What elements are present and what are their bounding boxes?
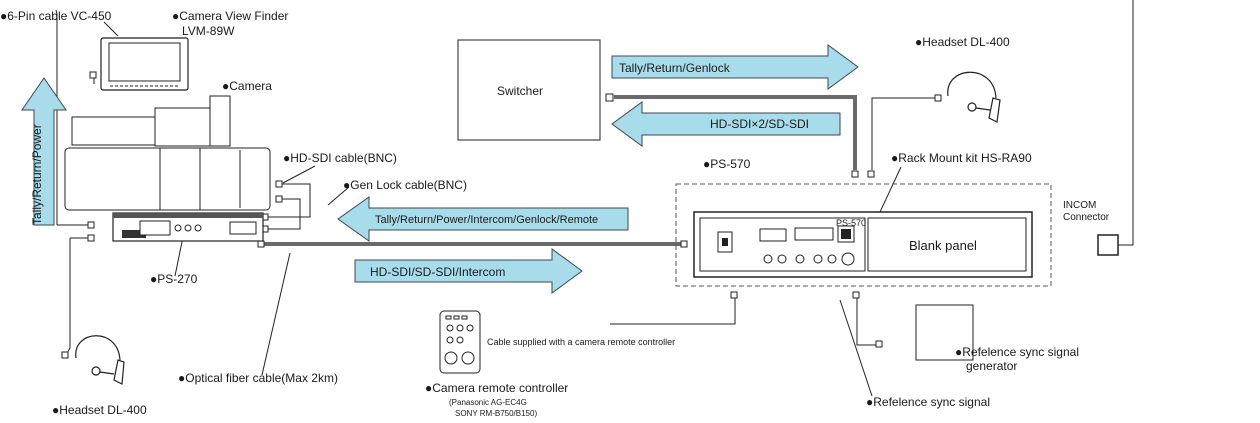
headset-left-icon (75, 335, 125, 385)
headset-right-label: ●Headset DL-400 (915, 35, 1010, 49)
arrow-tally-genlock (611, 44, 859, 90)
remote-controller-icon (439, 310, 481, 374)
arrow-vertical (21, 77, 67, 226)
arrow-hdsdi-x2-label: HD-SDI×2/SD-SDI (710, 117, 809, 131)
thick-cables (264, 95, 857, 246)
ps570-unit (693, 211, 1033, 278)
incom-label-line1: INCOM (1063, 200, 1096, 211)
headset-left-label: ●Headset DL-400 (52, 403, 147, 417)
camera-icon (64, 95, 271, 211)
rack-outline (675, 183, 1052, 287)
ref-sync-generator-box (915, 304, 974, 361)
camera-label: ●Camera (222, 79, 272, 93)
ref-sync-generator-label-line2: generator (966, 359, 1017, 373)
viewfinder-icon (100, 37, 189, 91)
arrow-tally-genlock-label: Tally/Return/Genlock (619, 61, 731, 75)
incom-connector (1097, 234, 1119, 256)
ps570-panel-label: PS-570 (836, 218, 866, 228)
arrow-tally-long (337, 196, 629, 242)
arrow-tally-long-label: Tally/Return/Power/Intercom/Genlock/Remo… (375, 214, 598, 226)
connector-nodes (61, 71, 942, 359)
switcher-label: Switcher (497, 84, 543, 98)
arrow-hdsdi-intercom-label: HD-SDI/SD-SDI/Intercom (370, 265, 505, 279)
arrow-hdsdi-x2 (611, 101, 841, 147)
genlock-cable-label: ●Gen Lock cable(BNC) (343, 178, 467, 192)
blank-panel-label: Blank panel (909, 238, 977, 253)
thin-cables (55, 0, 1134, 397)
arrow-vertical-label: Tally/Return/Power (30, 124, 44, 225)
ref-sync-signal-label: ●Refelence sync signal (866, 395, 990, 409)
ps270-label: ●PS-270 (150, 272, 198, 286)
rack-mount-label: ●Rack Mount kit HS-RA90 (891, 151, 1032, 165)
viewfinder-model-label: LVM-89W (182, 24, 235, 38)
signal-arrows (21, 44, 859, 294)
optical-fiber-label: ●Optical fiber cable(Max 2km) (178, 371, 338, 385)
remote-models-line1: (Panasonic AG-EC4G (449, 398, 527, 407)
hdsdi-cable-label: ●HD-SDI cable(BNC) (283, 151, 397, 165)
headset-right-icon (947, 71, 1001, 123)
ps570-label: ●PS-570 (703, 157, 751, 171)
viewfinder-label: ●Camera View Finder (172, 9, 288, 23)
pin-cable-label: ●6-Pin cable VC-450 (0, 9, 112, 23)
arrow-hdsdi-intercom (354, 248, 583, 294)
remote-controller-label: ●Camera remote controller (425, 381, 568, 395)
ref-sync-generator-label: ●Refelence sync signal (955, 345, 1079, 359)
switcher-box (457, 39, 601, 141)
incom-label-line2: Connector (1063, 212, 1110, 223)
remote-models-line2: SONY RM-B750/B150) (455, 409, 537, 418)
remote-cable-label: Cable supplied with a camera remote cont… (487, 337, 675, 347)
ps270-unit (112, 212, 264, 242)
